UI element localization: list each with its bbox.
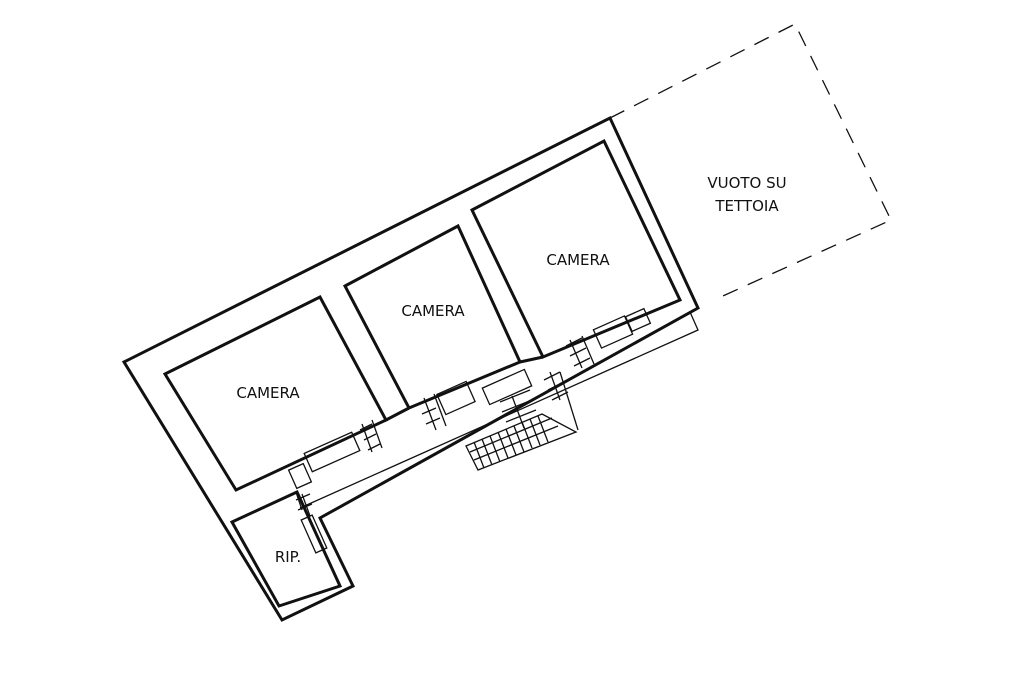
door-frame	[565, 335, 595, 369]
roof-void-outline	[609, 23, 892, 301]
stair-landing	[499, 389, 537, 429]
stair-outline	[465, 413, 578, 471]
door-frames	[295, 335, 595, 517]
door-frame	[419, 393, 447, 431]
window	[481, 368, 533, 406]
window	[592, 315, 634, 349]
window	[300, 514, 328, 554]
room-label-camera-right: CAMERA	[546, 251, 610, 269]
room-label-ripostiglio: RIP.	[275, 548, 301, 566]
openings	[287, 307, 652, 554]
door-frame	[295, 493, 313, 517]
window	[624, 307, 652, 333]
void-label-line1: VUOTO SU	[707, 174, 786, 192]
window	[303, 431, 361, 473]
void-label-line2: TETTOIA	[714, 197, 779, 215]
door-frame	[543, 371, 569, 401]
room-label-camera-middle: CAMERA	[401, 302, 465, 320]
window	[287, 462, 313, 490]
stair-rails	[469, 417, 559, 461]
window	[436, 380, 476, 416]
partition-wall	[519, 355, 544, 364]
partition-wall	[385, 406, 410, 422]
room-label-camera-left: CAMERA	[236, 384, 300, 402]
room-camera-right-walls	[470, 138, 683, 359]
room-ripostiglio-walls	[229, 490, 343, 608]
door-frame	[359, 419, 383, 453]
stair-treads	[473, 415, 549, 469]
balcony-edge	[295, 491, 303, 511]
balcony-edge	[299, 311, 699, 509]
balcony-edge	[559, 371, 579, 431]
staircase	[465, 389, 578, 471]
